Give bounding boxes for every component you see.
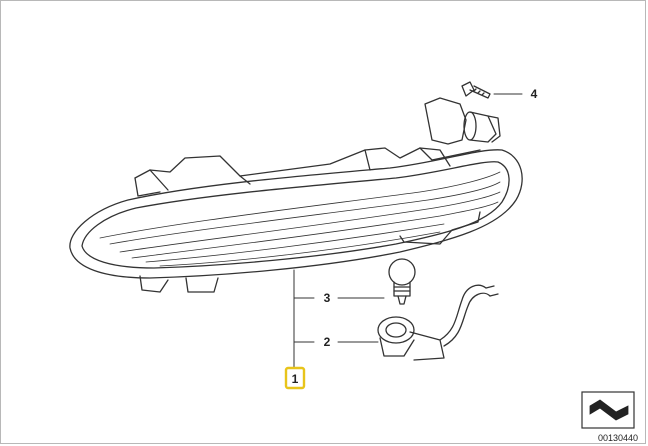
bulb-part [388, 258, 416, 305]
socket-part [377, 284, 499, 361]
lens-ribs [99, 171, 501, 267]
callout-1: 1 [292, 372, 299, 386]
callout-2: 2 [324, 335, 331, 349]
callout-1-highlight [284, 366, 306, 390]
callout-3: 3 [324, 291, 331, 305]
top-connector [424, 97, 501, 145]
view-direction-icon [581, 391, 635, 429]
lower-tab-right [399, 211, 481, 245]
upper-bracket [134, 147, 451, 179]
lamp-lens [81, 161, 510, 269]
callout-4: 4 [531, 87, 538, 101]
lamp-housing [69, 149, 523, 279]
leader-lines [293, 93, 523, 373]
lower-tab-left [139, 275, 169, 293]
screw-part [461, 81, 491, 99]
diagram-number: 00130440 [597, 433, 638, 443]
